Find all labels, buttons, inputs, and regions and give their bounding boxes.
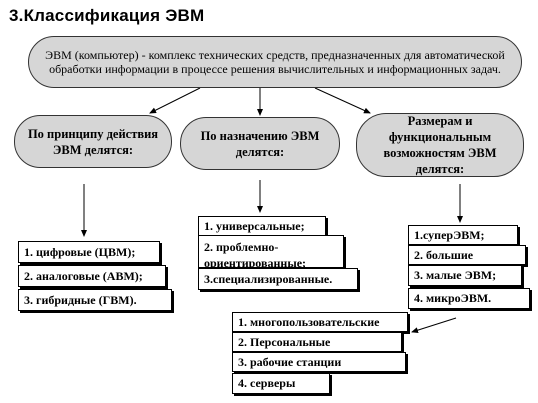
list-item-hybrid: 3. гибридные (ГВМ). [18,289,172,311]
list-item-server: 4. серверы [232,373,330,394]
list-item-digital: 1. цифровые (ЦВМ); [18,241,160,263]
arrow-micro-to-types [411,317,457,334]
category-by-size: Размерам и функциональным возможностям Э… [356,113,524,177]
arrow-def-to-principle [149,87,201,114]
list-item-universal: 1. универсальные; [198,216,326,237]
category-by-principle: По принципу действия ЭВМ делятся: [14,115,172,168]
list-item-personal: 2. Персональные [232,332,402,352]
list-item-small: 3. малые ЭВМ; [408,265,522,286]
list-item-super: 1.суперЭВМ; [408,225,518,245]
list-item-micro: 4. микроЭВМ. [408,288,530,309]
definition-box: ЭВМ (компьютер) - комплекс технических с… [28,36,522,88]
category-by-purpose: По назначению ЭВМ делятся: [180,117,340,170]
list-item-multiuser: 1. многопользовательские [232,312,408,332]
list-item-problem-oriented: 2. проблемно-ориентированные; [198,235,344,270]
list-item-large: 2. большие [408,245,526,265]
list-item-workstation: 3. рабочие станции [232,352,406,372]
list-item-analog: 2. аналоговые (АВМ); [18,265,166,287]
list-item-specialized: 3.специализированные. [198,268,358,290]
page-title: 3.Классификация ЭВМ [9,6,205,25]
arrow-def-to-size [314,87,371,114]
